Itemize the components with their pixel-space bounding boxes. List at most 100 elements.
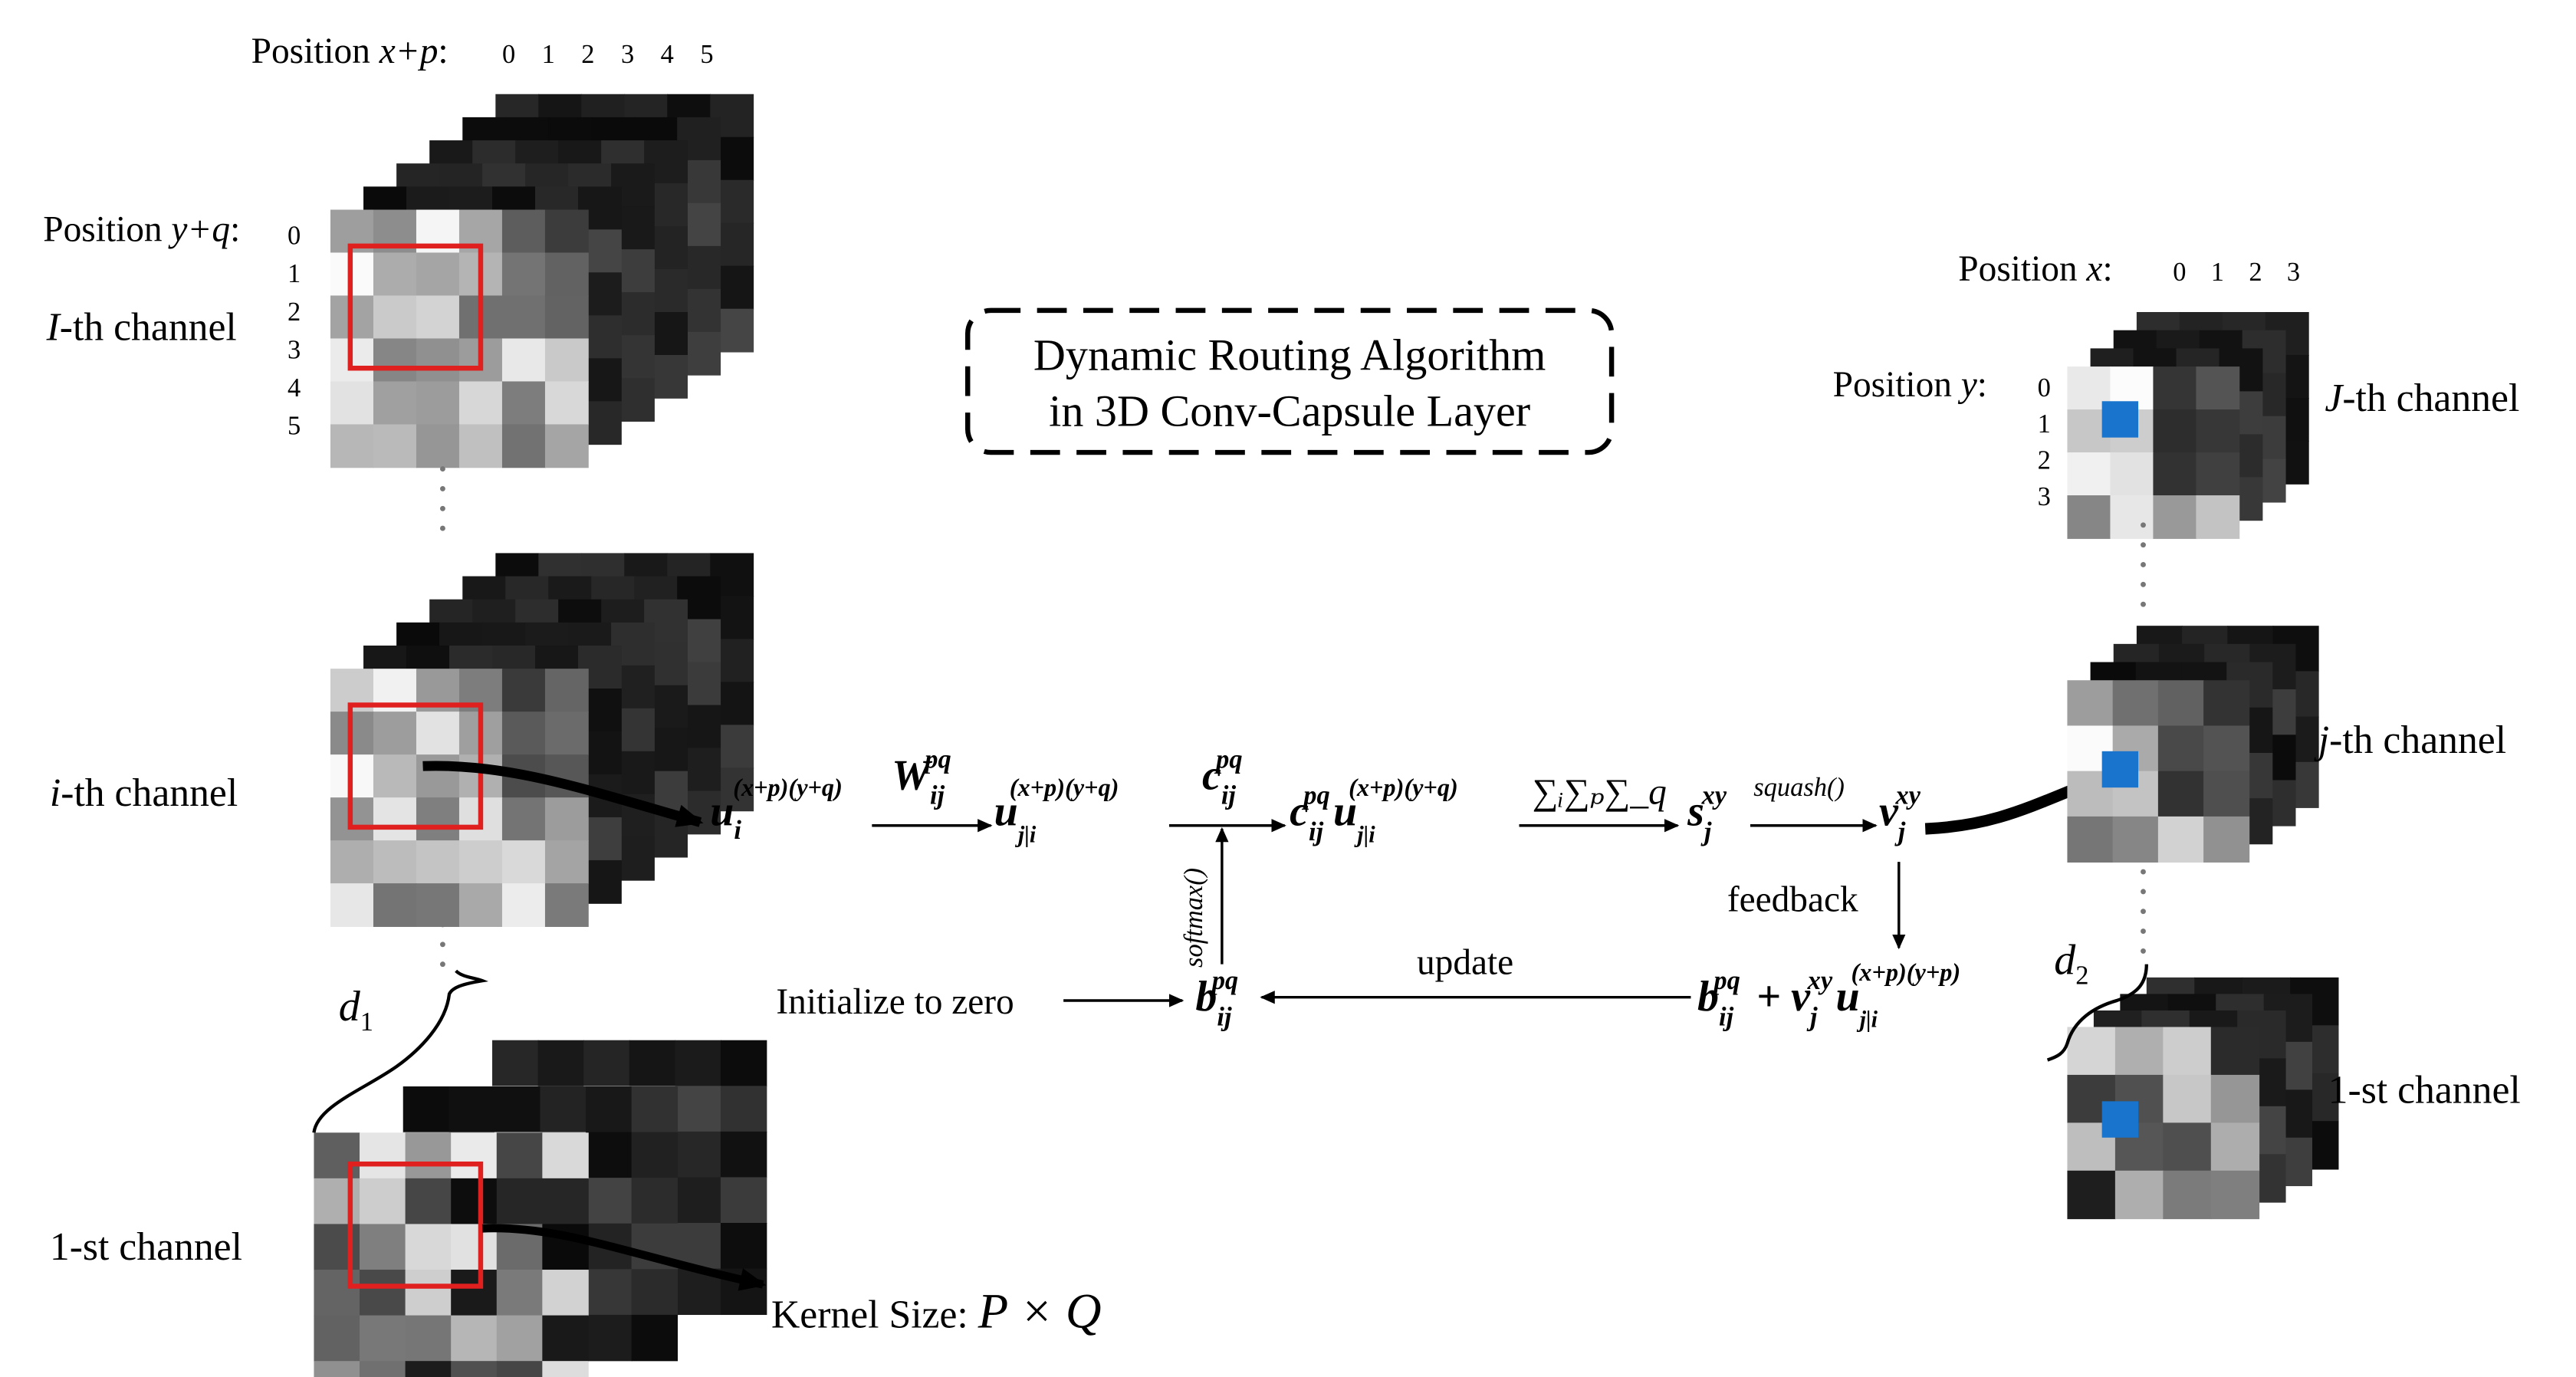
input-bot-cell xyxy=(496,1361,544,1377)
input-bot-cell xyxy=(542,1178,589,1225)
input-mid-cell xyxy=(416,883,460,927)
input-feature-stack-bottom xyxy=(314,1040,767,1377)
output-pos-y-tick: 0 xyxy=(2038,373,2051,403)
output-cell-top xyxy=(2101,401,2139,438)
s-total-input: sjxy xyxy=(1687,781,1727,846)
input-pos-x-label: Position x+p: xyxy=(251,31,449,71)
output-mid-map-0 xyxy=(2067,680,2250,863)
output-pos-x-tick: 2 xyxy=(2249,258,2262,287)
input-bot-cell xyxy=(451,1270,498,1316)
input-bot-cell xyxy=(405,1315,452,1362)
output-top-cell xyxy=(2153,495,2197,539)
squash-label: squash() xyxy=(1753,773,1845,802)
input-top-map-0 xyxy=(330,209,589,468)
input-bot-cell xyxy=(542,1270,589,1316)
input-feature-stack-middle xyxy=(330,553,754,927)
input-bot-cell xyxy=(494,1086,541,1133)
input-mid-cell xyxy=(330,883,374,927)
output-top-map-0 xyxy=(2067,366,2240,539)
input-bot-cell xyxy=(496,1315,544,1362)
input-top-cell xyxy=(416,338,460,383)
depth-label-d2: d2 xyxy=(2054,937,2088,991)
output-top-cell xyxy=(2153,409,2197,453)
input-to-u-arrow xyxy=(422,761,704,827)
output-mid-cell xyxy=(2203,680,2250,727)
output-bot-cell xyxy=(2067,1027,2116,1076)
output-capsule-stack-middle xyxy=(2067,626,2319,863)
input-top-cell xyxy=(501,381,546,426)
output-capsule-stack-top xyxy=(2067,312,2309,539)
input-pos-x-tick: 1 xyxy=(542,40,555,69)
input-top-cell xyxy=(501,209,546,254)
input-bot-cell xyxy=(405,1270,452,1316)
input-channel-label-I: I-th channel xyxy=(46,306,237,350)
input-ellipsis-dots-upper xyxy=(439,466,445,531)
depth-brace-d1 xyxy=(312,969,489,1133)
input-top-cell xyxy=(501,252,546,297)
output-top-cell xyxy=(2110,452,2154,496)
u-prediction-vector: uj|i(x+p)(y+q) xyxy=(994,774,1119,847)
input-channel-label-i: i-th channel xyxy=(50,771,238,815)
input-mid-cell xyxy=(373,712,417,756)
input-pos-x-tick: 4 xyxy=(661,40,674,69)
input-bot-cell xyxy=(720,1086,767,1132)
output-bot-cell xyxy=(2210,1122,2260,1172)
output-pos-x-tick: 0 xyxy=(2173,258,2186,287)
output-ellipsis-dots-lower xyxy=(2141,869,2146,954)
input-mid-cell xyxy=(544,669,589,713)
input-bot-cell xyxy=(583,1040,630,1087)
input-bot-cell xyxy=(629,1040,676,1087)
w-matrix-label: Wijpq xyxy=(892,744,951,810)
input-mid-cell xyxy=(416,797,460,841)
update-label: update xyxy=(1417,943,1513,983)
input-bot-cell xyxy=(542,1132,589,1179)
output-mid-cell xyxy=(2067,816,2114,863)
output-pos-y-label: Position y: xyxy=(1833,365,1987,405)
input-bot-cell xyxy=(314,1315,360,1362)
output-top-cell xyxy=(2067,452,2111,496)
output-pos-y-tick: 1 xyxy=(2038,409,2051,439)
output-top-cell xyxy=(2153,452,2197,496)
input-bot-cell xyxy=(405,1361,452,1377)
input-top-cell xyxy=(416,424,460,468)
input-mid-cell xyxy=(416,840,460,884)
output-bot-cell xyxy=(2210,1027,2260,1076)
input-pos-x-tick: 0 xyxy=(502,40,515,69)
input-bot-cell xyxy=(402,1086,450,1133)
input-top-cell xyxy=(373,338,417,383)
input-bot-cell xyxy=(314,1178,360,1225)
input-bot-cell xyxy=(360,1270,406,1316)
input-bot-cell xyxy=(492,1040,539,1087)
input-bot-cell xyxy=(720,1177,767,1224)
input-pos-y-tick: 2 xyxy=(288,297,301,327)
input-bot-cell xyxy=(496,1132,544,1179)
output-capsule-stack-bottom xyxy=(2067,977,2339,1220)
output-bot-cell xyxy=(2114,1027,2164,1076)
input-bot-cell xyxy=(586,1178,632,1224)
input-bot-cell xyxy=(314,1361,360,1377)
input-mid-cell xyxy=(501,712,546,756)
output-top-cell xyxy=(2196,409,2240,453)
input-pos-y-label: Position y+q: xyxy=(43,209,240,249)
input-top-cell xyxy=(373,381,417,426)
input-bot-cell xyxy=(360,1132,406,1179)
output-bot-cell xyxy=(2163,1027,2212,1076)
b-logit: bijpq xyxy=(1195,966,1238,1031)
title-box xyxy=(964,307,1615,455)
input-mid-cell xyxy=(544,797,589,841)
output-bot-cell xyxy=(2163,1122,2212,1172)
depth-label-d1: d1 xyxy=(339,983,373,1037)
input-channel-label-1: 1-st channel xyxy=(50,1225,242,1269)
input-bot-cell xyxy=(720,1223,767,1270)
output-cell-bottom xyxy=(2101,1101,2139,1138)
input-bot-cell xyxy=(314,1270,360,1316)
input-pos-y-tick: 3 xyxy=(288,335,301,364)
input-bot-cell xyxy=(360,1315,406,1362)
initialize-label: Initialize to zero xyxy=(776,982,1014,1022)
input-bot-cell xyxy=(631,1178,678,1224)
kernel-size-arrow xyxy=(481,1224,767,1291)
output-pos-x-label: Position x: xyxy=(1958,249,2112,289)
